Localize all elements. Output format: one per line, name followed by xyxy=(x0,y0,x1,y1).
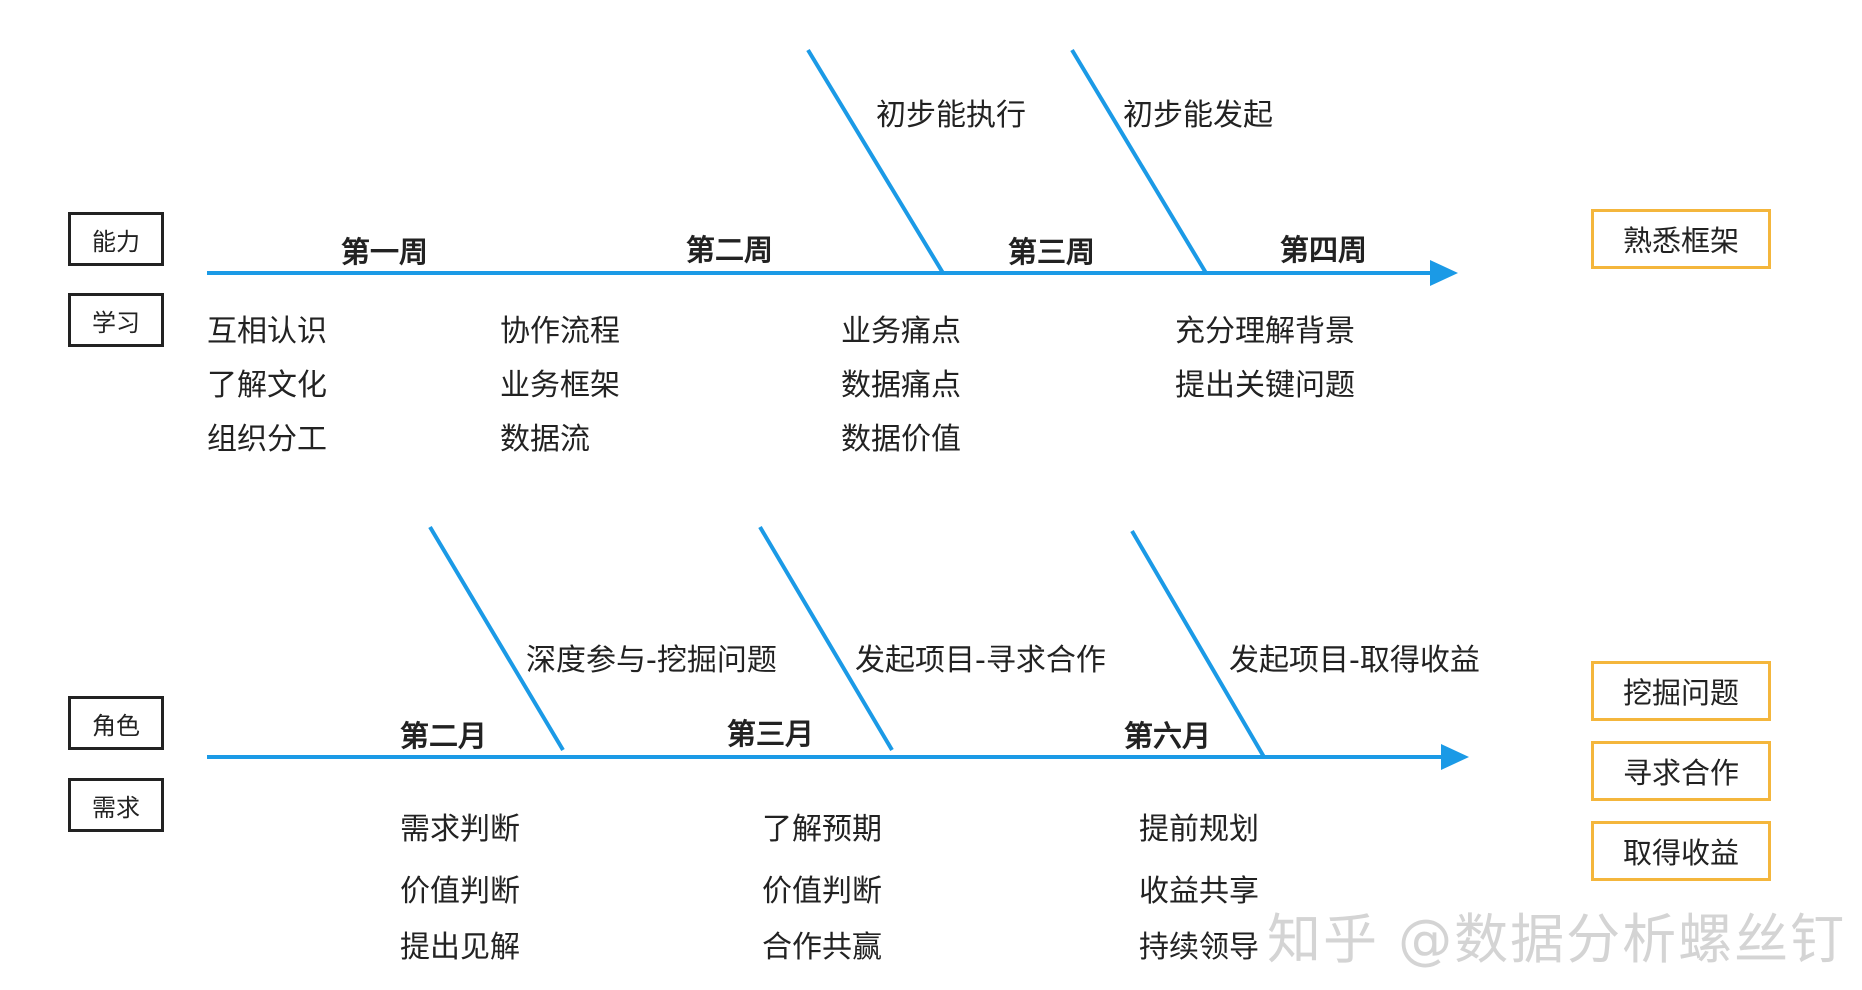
top-period-week-2: 第二周 xyxy=(686,233,774,267)
top-col3-item-2: 数据痛点 xyxy=(841,368,961,403)
top-col1-item-3: 组织分工 xyxy=(207,422,327,457)
top-col2-item-1: 协作流程 xyxy=(500,314,620,349)
top-col2-item-2: 业务框架 xyxy=(500,368,620,403)
top-branch-label-2: 初步能发起 xyxy=(1123,98,1273,133)
top-branch-label-1: 初步能执行 xyxy=(876,98,1026,133)
bottom-branch-label-2: 发起项目-寻求合作 xyxy=(855,643,1106,678)
top-branch-bone-2 xyxy=(1070,48,1208,275)
top-period-week-3: 第三周 xyxy=(1008,235,1096,269)
top-col2-item-3: 数据流 xyxy=(500,422,590,457)
top-col3-item-1: 业务痛点 xyxy=(841,314,961,349)
top-spine-arrowhead xyxy=(1430,260,1458,286)
zhihu-watermark: 知乎 @数据分析螺丝钉 xyxy=(1267,908,1847,971)
bottom-period-month-2: 第二月 xyxy=(400,719,488,753)
top-col3-item-3: 数据价值 xyxy=(841,422,961,457)
bottom-outcome-dig-problems: 挖掘问题 xyxy=(1591,661,1771,721)
top-left-label-ability: 能力 xyxy=(68,212,164,266)
top-col4-item-2: 提出关键问题 xyxy=(1175,368,1355,403)
bottom-outcome-obtain-returns: 取得收益 xyxy=(1591,821,1771,881)
bottom-col2-item-2: 价值判断 xyxy=(762,874,882,909)
bottom-branch-bone-3 xyxy=(1130,529,1266,759)
top-col1-item-1: 互相认识 xyxy=(207,314,327,349)
bottom-branch-bone-1 xyxy=(428,525,565,752)
bottom-col2-item-3: 合作共赢 xyxy=(762,930,882,965)
bottom-col3-item-2: 收益共享 xyxy=(1139,874,1259,909)
top-left-label-learning: 学习 xyxy=(68,293,164,347)
bottom-col1-item-1: 需求判断 xyxy=(400,812,520,847)
bottom-col1-item-3: 提出见解 xyxy=(400,930,520,965)
bottom-period-month-6: 第六月 xyxy=(1124,719,1212,753)
bottom-spine-arrowhead xyxy=(1441,744,1469,770)
top-period-week-1: 第一周 xyxy=(341,235,429,269)
bottom-branch-label-3: 发起项目-取得收益 xyxy=(1229,643,1480,678)
top-branch-bone-1 xyxy=(806,48,945,275)
bottom-branch-bone-2 xyxy=(758,525,894,752)
bottom-branch-label-1: 深度参与-挖掘问题 xyxy=(526,643,777,678)
bottom-col3-item-3: 持续领导 xyxy=(1139,930,1259,965)
bottom-outcome-seek-cooperation: 寻求合作 xyxy=(1591,741,1771,801)
top-col1-item-2: 了解文化 xyxy=(207,368,327,403)
bottom-col3-item-1: 提前规划 xyxy=(1139,812,1259,847)
bottom-left-label-role: 角色 xyxy=(68,696,164,750)
bottom-col1-item-2: 价值判断 xyxy=(400,874,520,909)
top-period-week-4: 第四周 xyxy=(1280,233,1368,267)
top-col4-item-1: 充分理解背景 xyxy=(1175,314,1355,349)
top-outcome-familiar-framework: 熟悉框架 xyxy=(1591,209,1771,269)
bottom-col2-item-1: 了解预期 xyxy=(762,812,882,847)
bottom-left-label-demand: 需求 xyxy=(68,778,164,832)
bottom-period-month-3: 第三月 xyxy=(727,717,815,751)
